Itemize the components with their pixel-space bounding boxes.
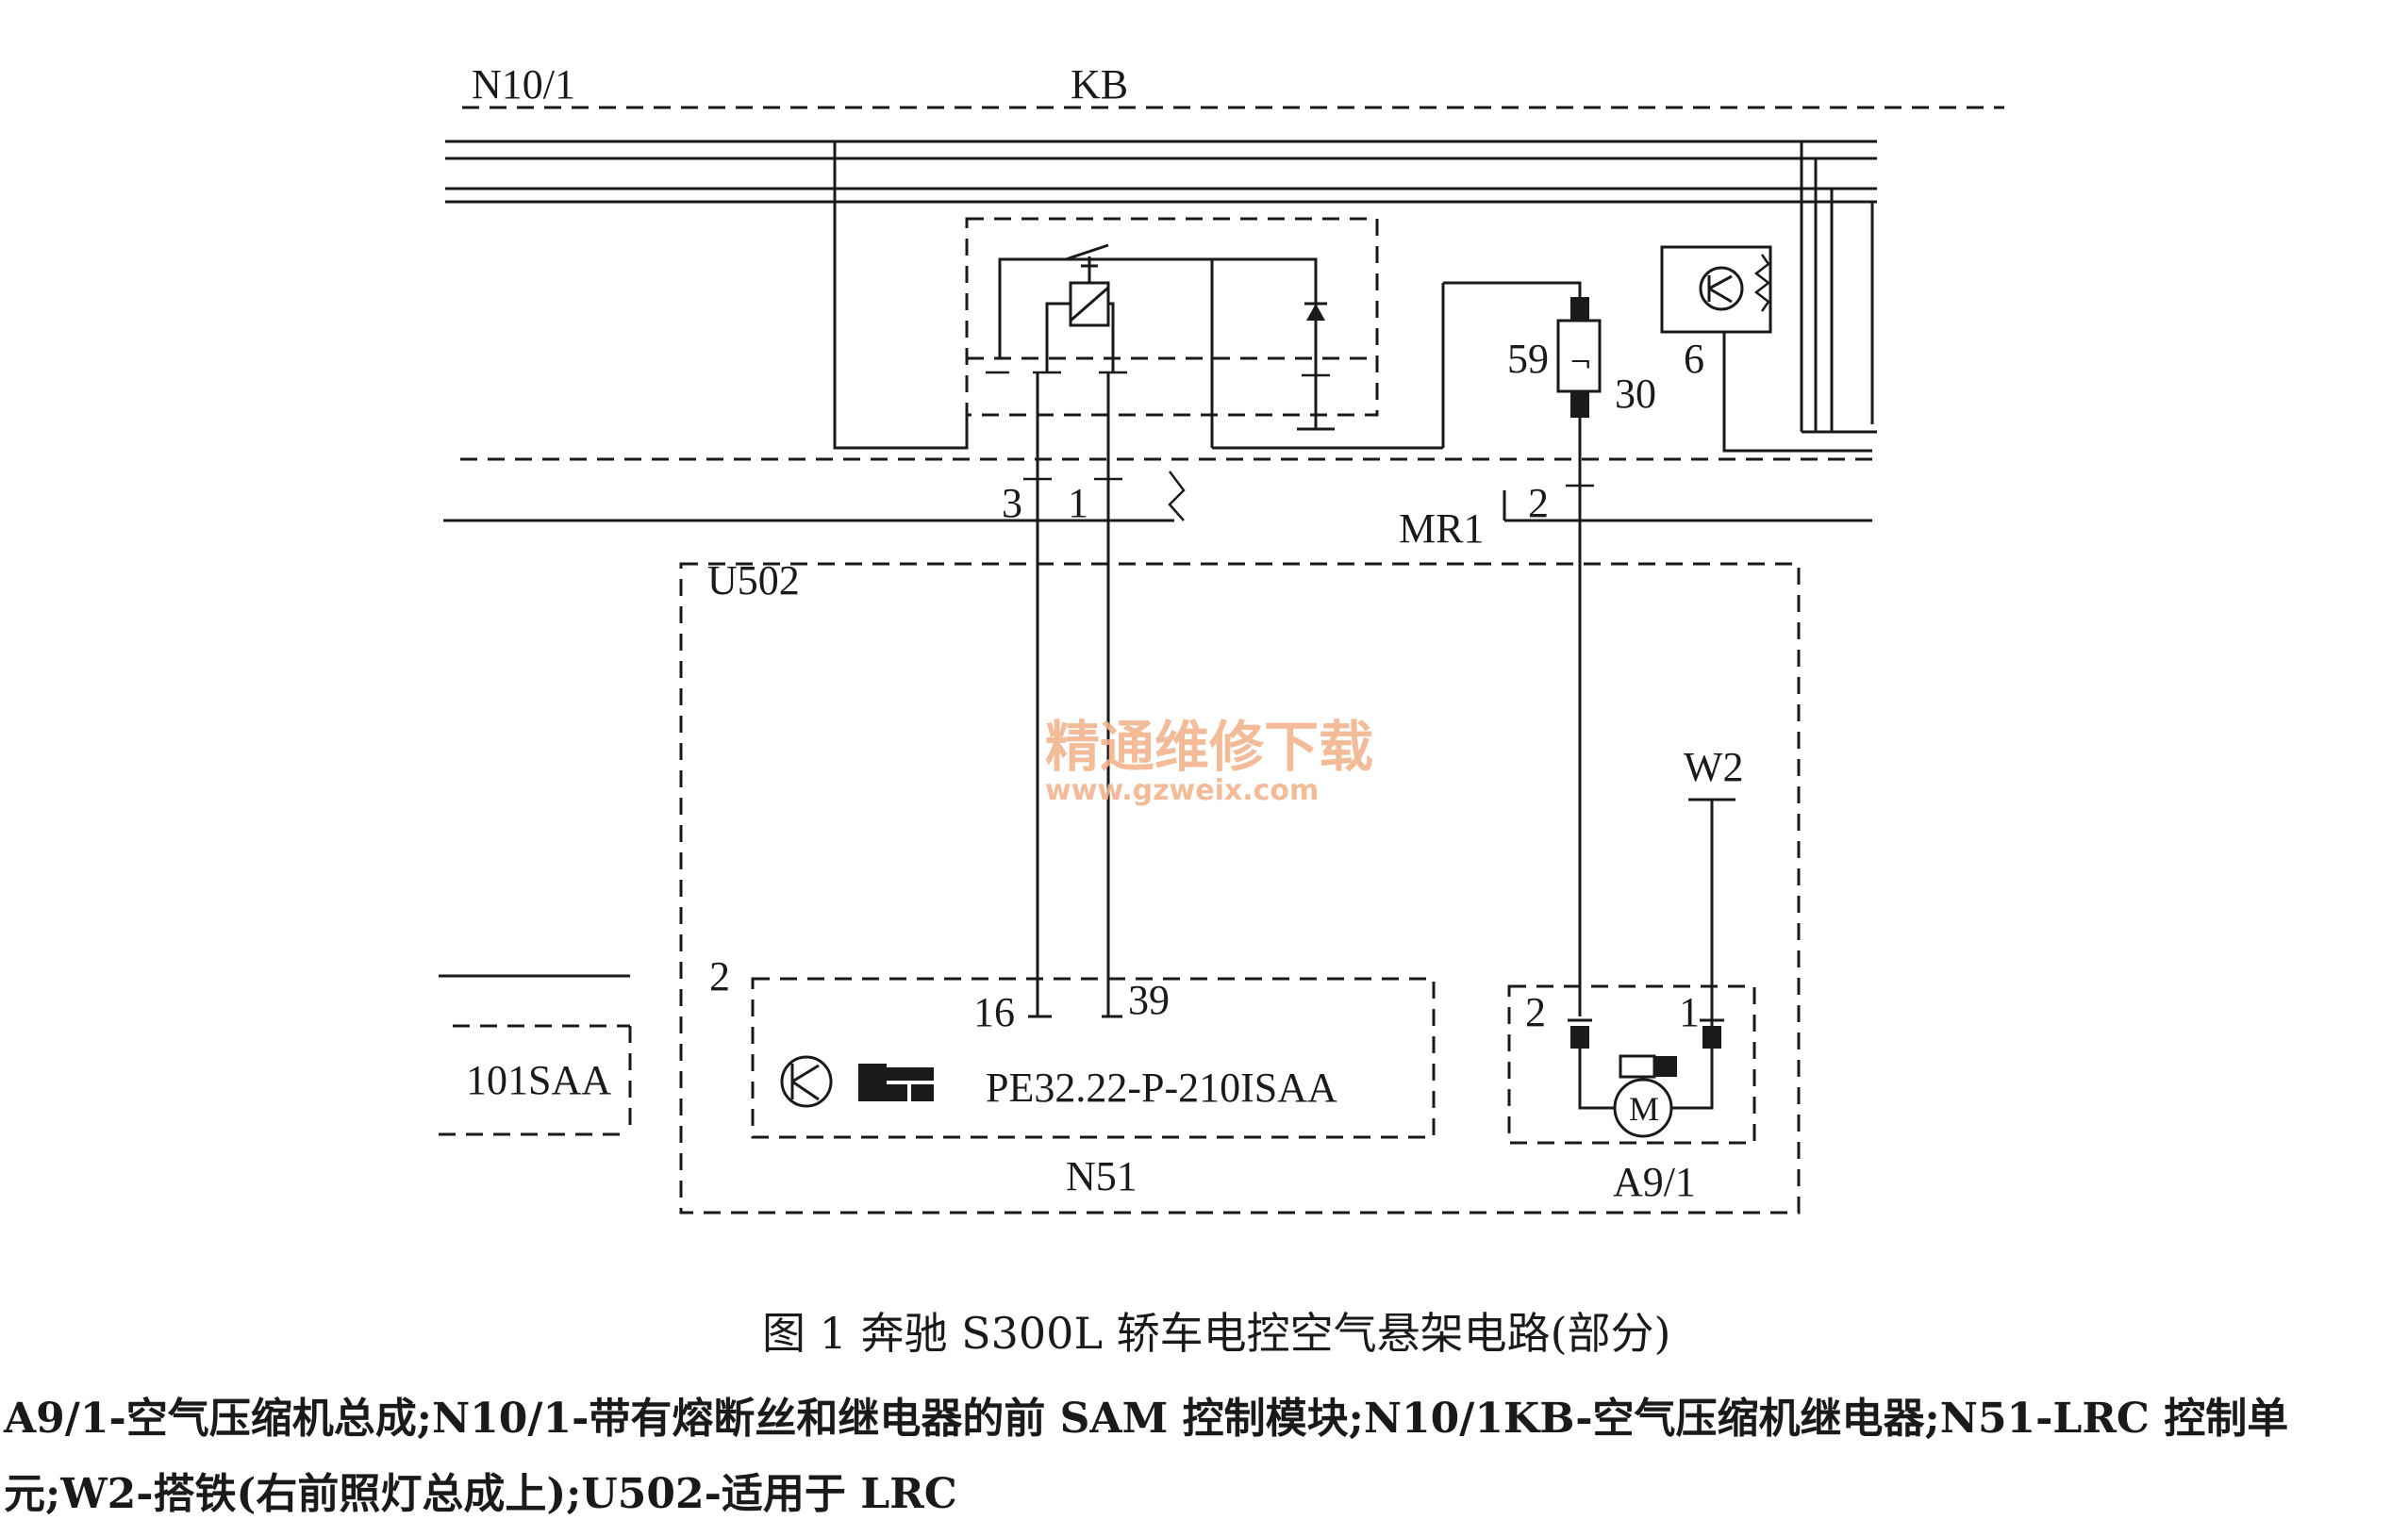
label-n51: N51 [1066, 1153, 1138, 1199]
transistor-module-6 [1660, 245, 1872, 453]
feed-wire [833, 141, 969, 450]
w2-ground [1688, 798, 1735, 1016]
label-module-code: PE32.22-P-210ISAA [986, 1065, 1337, 1111]
label-n10-1: N10/1 [472, 61, 575, 107]
legend-line-1: A9/1-空气压缩机总成;N10/1-带有熔断丝和继电器的前 SAM 控制模块;… [4, 1395, 2289, 1443]
label-pin-1-a9-1: 1 [1679, 989, 1700, 1035]
label-mr1: MR1 [1399, 505, 1484, 552]
label-pin-6: 6 [1684, 336, 1704, 382]
label-kb: KB [1071, 61, 1128, 107]
module-101saa [439, 974, 632, 1136]
wires-pins-3-1 [1023, 372, 1186, 1016]
label-pin-1-top: 1 [1068, 480, 1088, 526]
label-pin-2-a9-1: 2 [1525, 989, 1546, 1035]
label-pin-30: 30 [1615, 371, 1656, 417]
label-u502: U502 [707, 557, 800, 603]
n51-module [751, 977, 1436, 1139]
kb-relay [965, 217, 1379, 448]
label-pin-3: 3 [1002, 480, 1022, 526]
watermark-url: www.gzweix.com [1045, 774, 1319, 807]
svg-text:ᆨ: ᆨ [1568, 341, 1594, 372]
label-pin-39: 39 [1128, 977, 1170, 1023]
fuse-59-30: ᆨ [1212, 281, 1602, 450]
legend-line-2: 元;W2-搭铁(右前照灯总成上);U502-适用于 LRC [4, 1470, 957, 1518]
circuit-diagram: N10/1 KB [439, 61, 2004, 1214]
label-pin-59: 59 [1507, 336, 1549, 382]
a9-1-compressor [1507, 984, 1756, 1145]
motor-icon [1613, 1078, 1673, 1138]
label-101saa: 101SAA [466, 1057, 611, 1103]
label-pin-2-u502: 2 [709, 953, 730, 1000]
label-w2: W2 [1684, 744, 1744, 790]
watermark-title: 精通维修下载 [1045, 715, 1373, 779]
u502-boundary [679, 562, 1801, 1214]
label-a9-1: A9/1 [1613, 1159, 1696, 1205]
figure-title: 图 1 奔驰 S300L 轿车电控空气悬架电路(部分) [762, 1308, 1671, 1359]
label-pin-2-mr1: 2 [1528, 480, 1549, 526]
transistor-icon [780, 1055, 833, 1108]
connector-plug-icon [858, 1064, 934, 1101]
motor-symbol: M [1629, 1090, 1659, 1128]
bus-bars [445, 140, 1877, 434]
label-pin-16: 16 [973, 989, 1015, 1035]
